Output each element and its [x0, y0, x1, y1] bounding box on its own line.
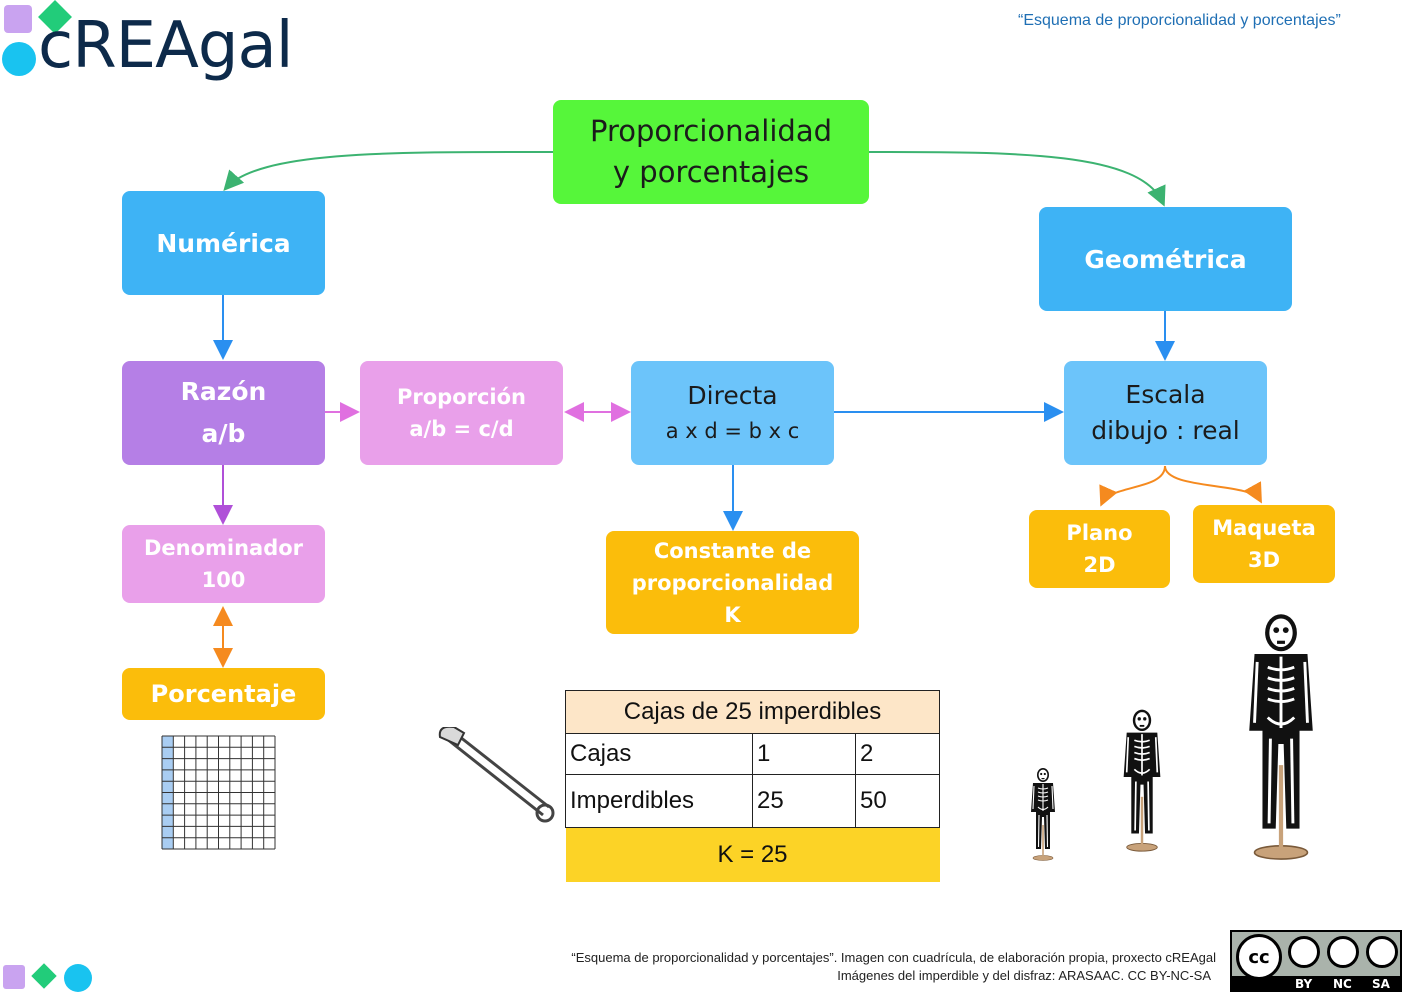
node-maqueta: Maqueta 3D: [1193, 505, 1335, 583]
node-porcentaje-label: Porcentaje: [150, 680, 297, 708]
node-constante: Constante de proporcionalidad K: [606, 531, 859, 634]
node-numerica: Numérica: [122, 191, 325, 295]
logo-cyan-circle: [2, 42, 36, 76]
node-plano-line2: 2D: [1083, 553, 1116, 577]
boxes-table: Cajas de 25 imperdibles Cajas 1 2 Imperd…: [565, 690, 940, 882]
logo-purple-square: [4, 5, 32, 33]
table-cell: 50: [855, 774, 940, 828]
table-cell: Imperdibles: [565, 774, 753, 828]
node-directa-line1: Directa: [687, 381, 778, 410]
node-root: Proporcionalidad y porcentajes: [553, 100, 869, 204]
table-row: Imperdibles 25 50: [565, 774, 940, 828]
node-numerica-label: Numérica: [156, 228, 291, 258]
footer-credit-line2: Imágenes del imperdible y del disfraz: A…: [837, 968, 1211, 983]
arrow-root-numerica: [223, 150, 554, 191]
skeleton-medium-image: [1122, 708, 1162, 852]
arrow-escala-maqueta: [1164, 465, 1262, 504]
skeleton-small-image: [1030, 767, 1056, 861]
node-escala: Escala dibujo : real: [1064, 361, 1267, 465]
table-cell: Cajas: [565, 733, 753, 775]
node-maqueta-line2: 3D: [1247, 548, 1281, 572]
table-cell: 1: [752, 733, 856, 775]
node-maqueta-line1: Maqueta: [1212, 516, 1316, 540]
node-constante-line2: proporcionalidad: [631, 570, 834, 595]
by-label: BY: [1295, 977, 1313, 991]
node-root-line1: Proporcionalidad: [589, 114, 833, 148]
node-denominador-line2: 100: [201, 568, 246, 592]
nc-label: NC: [1333, 977, 1352, 991]
brand-name: cREAgal: [38, 9, 293, 83]
by-icon: [1288, 936, 1320, 968]
node-geometrica: Geométrica: [1039, 207, 1292, 311]
footer-credit-line1: “Esquema de proporcionalidad y porcentaj…: [571, 950, 1216, 965]
hundred-grid-image: [161, 735, 276, 850]
node-porcentaje: Porcentaje: [122, 668, 325, 720]
table-cell: 25: [752, 774, 856, 828]
node-plano: Plano 2D: [1029, 510, 1170, 588]
cc-icon: cc: [1236, 934, 1282, 980]
footer-green-diamond: [31, 963, 57, 989]
safety-pin-image: [438, 727, 555, 823]
node-proporcion: Proporción a/b = c/d: [360, 361, 563, 465]
footer-cyan-circle: [64, 964, 92, 992]
node-constante-line3: K: [724, 602, 741, 627]
node-escala-line1: Escala: [1125, 380, 1206, 409]
node-razon-line1: Razón: [180, 377, 267, 406]
table-title: Cajas de 25 imperdibles: [565, 690, 940, 734]
license-badge-strip: [1232, 976, 1400, 992]
skeleton-large-image: [1247, 612, 1315, 861]
table-cell: 2: [855, 733, 940, 775]
license-badge[interactable]: cc BY NC SA: [1230, 930, 1402, 992]
node-proporcion-line1: Proporción: [396, 385, 526, 409]
node-razon: Razón a/b: [122, 361, 325, 465]
arrow-root-geometrica: [868, 151, 1166, 207]
node-root-line2: y porcentajes: [612, 155, 810, 189]
node-denominador-line1: Denominador: [143, 536, 304, 560]
sa-icon: [1366, 936, 1398, 968]
nc-icon: [1327, 936, 1359, 968]
footer-logo: [0, 960, 100, 992]
table-k-value: K = 25: [565, 827, 940, 882]
table-row: Cajas 1 2: [565, 733, 940, 775]
node-directa: Directa a x d = b x c: [631, 361, 834, 465]
logo: cREAgal: [0, 0, 310, 95]
node-escala-line2: dibujo : real: [1091, 416, 1240, 445]
node-geometrica-label: Geométrica: [1084, 244, 1247, 274]
arrow-escala-plano: [1099, 465, 1166, 507]
footer-purple-square: [3, 965, 25, 989]
node-proporcion-line2: a/b = c/d: [409, 417, 514, 441]
node-denominador: Denominador 100: [122, 525, 325, 603]
node-razon-line2: a/b: [201, 419, 246, 448]
sa-label: SA: [1372, 977, 1390, 991]
header-caption: “Esquema de proporcionalidad y porcentaj…: [1018, 12, 1341, 29]
node-plano-line1: Plano: [1066, 521, 1133, 545]
node-directa-line2: a x d = b x c: [665, 419, 800, 443]
cc-label: cc: [1248, 946, 1270, 968]
node-constante-line1: Constante de: [653, 538, 812, 563]
